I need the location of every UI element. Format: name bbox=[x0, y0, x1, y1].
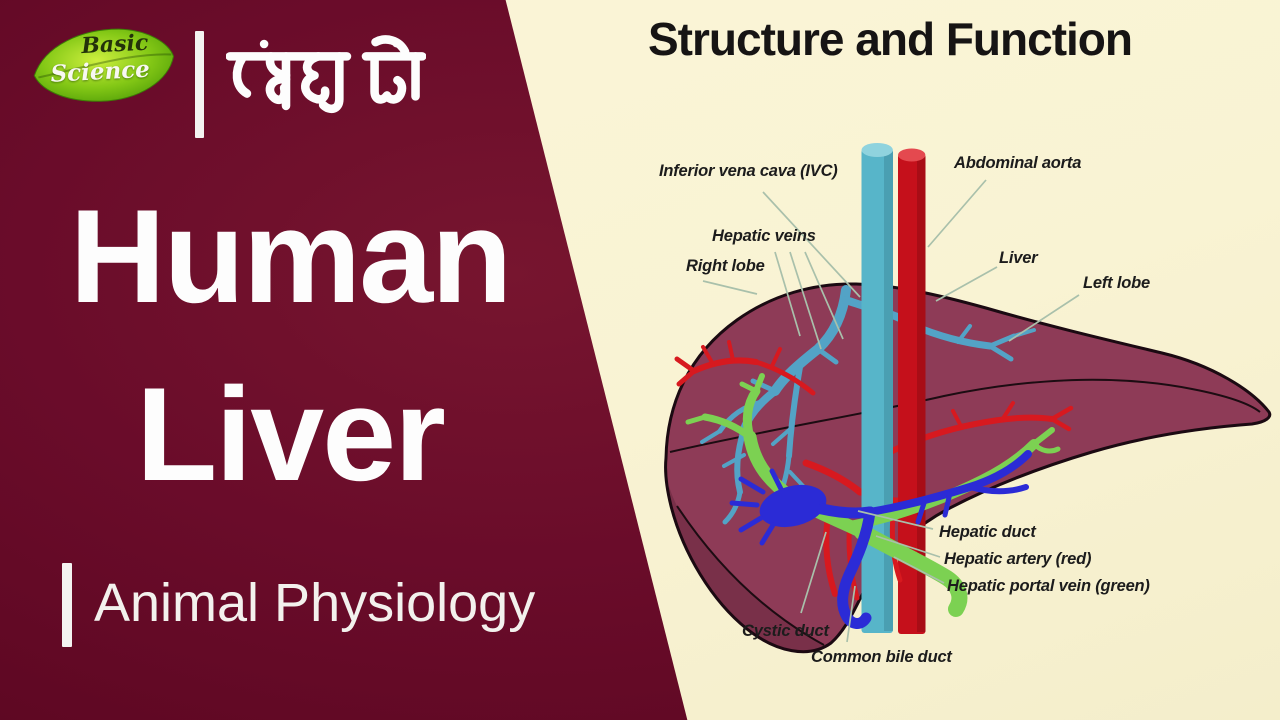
label-left-lobe: Left lobe bbox=[1083, 274, 1150, 292]
page-title: Structure and Function bbox=[648, 13, 1133, 65]
label-liver: Liver bbox=[999, 249, 1039, 267]
inferior-vena-cava-tube bbox=[861, 143, 893, 633]
label-cystic-duct: Cystic duct bbox=[742, 622, 830, 640]
video-title: Human Liver bbox=[35, 168, 545, 524]
label-hepatic-duct: Hepatic duct bbox=[939, 523, 1037, 541]
label-hepatic-artery: Hepatic artery (red) bbox=[944, 550, 1092, 568]
diagram-labels: Inferior vena cava (IVC) Abdominal aorta… bbox=[659, 154, 1151, 666]
label-hepatic-portal-vein: Hepatic portal vein (green) bbox=[947, 577, 1150, 595]
leaf-icon bbox=[33, 28, 175, 102]
gallbladder bbox=[759, 484, 827, 528]
hindi-script-drawing bbox=[225, 35, 427, 114]
video-title-line2: Liver bbox=[136, 361, 446, 509]
label-pointer-lines bbox=[702, 179, 1080, 643]
liver-lower-lobe-shading bbox=[669, 486, 824, 652]
label-inferior-vena-cava: Inferior vena cava (IVC) bbox=[659, 162, 838, 180]
label-common-bile-duct: Common bile duct bbox=[811, 648, 953, 666]
label-abdominal-aorta: Abdominal aorta bbox=[953, 154, 1081, 172]
divider-bar-bottom bbox=[62, 563, 72, 647]
label-hepatic-veins: Hepatic veins bbox=[712, 227, 816, 245]
label-right-lobe: Right lobe bbox=[686, 257, 765, 275]
divider-bar-top bbox=[195, 31, 204, 138]
language-label: हिंदी में bbox=[225, 34, 427, 134]
subject-subtitle: Animal Physiology bbox=[94, 573, 536, 633]
brand-logo: Basic Science bbox=[26, 18, 183, 118]
video-title-line1: Human bbox=[69, 183, 513, 331]
liver-lobe-division-lines bbox=[669, 378, 1261, 646]
